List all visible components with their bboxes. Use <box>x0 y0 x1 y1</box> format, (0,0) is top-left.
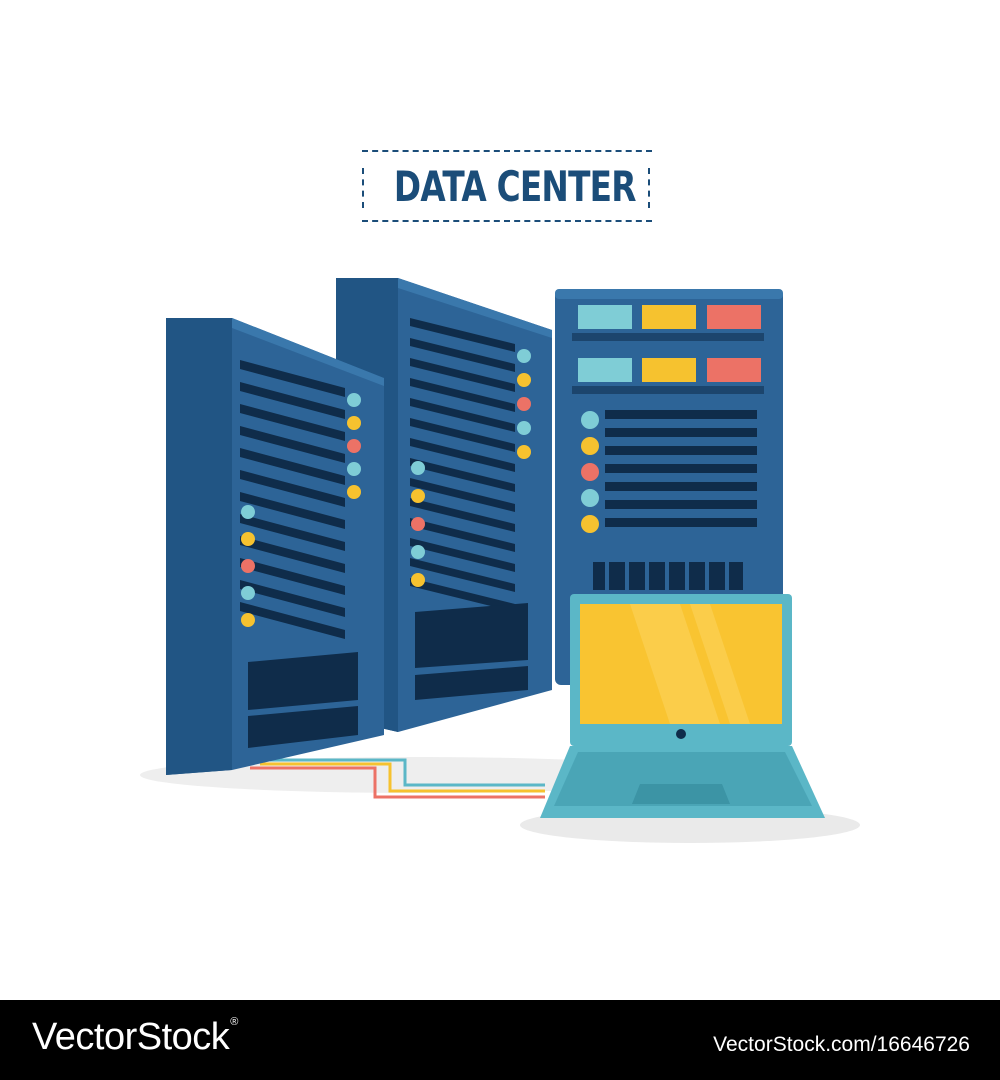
vent-slot <box>410 378 515 412</box>
status-led <box>517 397 531 411</box>
vent-slot <box>605 500 757 509</box>
vent-slot <box>410 458 515 492</box>
vent-slot <box>410 578 515 612</box>
vent-slot <box>410 418 515 452</box>
vent-slot <box>410 338 515 372</box>
brand-name: VectorStock <box>32 1016 230 1058</box>
laptop-icon <box>540 594 825 818</box>
touchpad <box>632 784 730 804</box>
status-led <box>347 416 361 430</box>
vent-slot <box>605 464 757 473</box>
status-led <box>517 421 531 435</box>
drive-bay-rail <box>572 386 764 394</box>
webcam <box>676 729 686 739</box>
title-frame: DATA CENTER <box>362 148 652 226</box>
vent-slot <box>410 318 515 352</box>
status-led <box>517 373 531 387</box>
vent-slot <box>240 536 345 573</box>
vent-slot <box>605 518 757 527</box>
vent-slot <box>240 470 345 507</box>
status-led <box>241 586 255 600</box>
status-led <box>411 489 425 503</box>
vent-slot <box>410 358 515 392</box>
vent-slot <box>410 538 515 572</box>
title-dash-bottom <box>362 220 652 224</box>
watermark-stock-id: VectorStock.com/16646726 <box>713 1033 970 1056</box>
network-cable-icon <box>250 758 545 799</box>
vent-slot <box>240 558 345 595</box>
vent-slot <box>240 492 345 529</box>
vent-slot <box>410 478 515 512</box>
status-led <box>347 393 361 407</box>
vent-slot <box>240 602 345 639</box>
status-led <box>411 573 425 587</box>
status-led <box>241 559 255 573</box>
title-dash-top <box>362 150 652 154</box>
title-dash-right <box>648 168 652 208</box>
status-led <box>241 532 255 546</box>
drive-bay <box>578 358 632 382</box>
cable-red <box>250 766 545 799</box>
vent-slot <box>240 404 345 441</box>
vent-slot <box>410 438 515 472</box>
drive-bay <box>707 358 761 382</box>
status-led <box>241 505 255 519</box>
vent-slot <box>240 580 345 617</box>
status-led <box>581 489 599 507</box>
vent-slot <box>410 558 515 592</box>
title-dash-left <box>362 168 366 208</box>
vent-slot <box>410 398 515 432</box>
vent-slot <box>605 446 757 455</box>
vent-slot <box>240 448 345 485</box>
vent-slot <box>605 482 757 491</box>
cable-teal <box>270 758 545 787</box>
status-led <box>411 517 425 531</box>
watermark-bar: VectorStock® VectorStock.com/16646726 <box>0 1000 1000 1080</box>
server-rack-icon <box>555 289 783 685</box>
drive-bay <box>642 358 696 382</box>
status-led <box>411 461 425 475</box>
vent-slot <box>240 426 345 463</box>
cable-yellow <box>260 762 545 793</box>
vent-slot <box>605 410 757 419</box>
status-led <box>517 445 531 459</box>
data-center-illustration <box>140 278 860 843</box>
drive-bay <box>707 305 761 329</box>
status-led <box>581 515 599 533</box>
vent-slot <box>240 514 345 551</box>
watermark-brand: VectorStock® <box>32 1016 238 1059</box>
vent-slot <box>240 360 345 397</box>
status-led <box>411 545 425 559</box>
drive-bay-rail <box>572 333 764 341</box>
page-title: DATA CENTER <box>393 162 637 211</box>
drive-bay <box>578 305 632 329</box>
vent-slot <box>410 518 515 552</box>
vent-slot <box>605 428 757 437</box>
status-led <box>517 349 531 363</box>
status-led <box>581 463 599 481</box>
vent-slot <box>240 382 345 419</box>
vent-slot <box>410 498 515 532</box>
status-led <box>581 411 599 429</box>
status-led <box>347 439 361 453</box>
status-led <box>581 437 599 455</box>
server-rack-icon <box>166 318 384 775</box>
status-led <box>347 462 361 476</box>
registered-mark: ® <box>230 1016 238 1028</box>
drive-bay <box>642 305 696 329</box>
status-led <box>347 485 361 499</box>
status-led <box>241 613 255 627</box>
